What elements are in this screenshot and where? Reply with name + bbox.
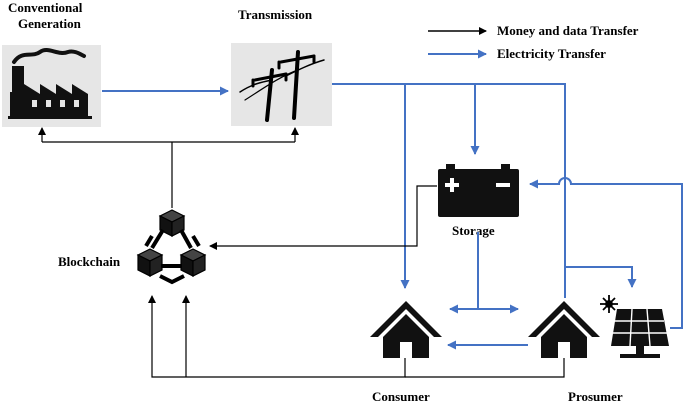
transmission-label: Transmission xyxy=(238,7,313,22)
solar-panel-icon xyxy=(611,308,669,358)
house-icon xyxy=(370,301,442,358)
legend-electricity-label: Electricity Transfer xyxy=(497,46,606,61)
house-icon xyxy=(528,301,600,358)
consumer-node xyxy=(370,301,442,358)
battery-icon xyxy=(438,164,519,217)
flow-transmission-bus xyxy=(332,83,566,298)
flow-bottom-loop xyxy=(148,295,406,378)
legend-money-label: Money and data Transfer xyxy=(497,23,639,38)
factory-icon xyxy=(8,48,92,119)
transmission-node xyxy=(231,43,332,126)
consumer-label: Consumer xyxy=(372,389,430,404)
conventional-generation-label-line2: Generation xyxy=(18,16,82,31)
storage-label: Storage xyxy=(452,223,495,238)
flow-prosumer-to-solar xyxy=(565,266,637,288)
blockchain-cubes-icon xyxy=(136,209,207,285)
electricity-flows xyxy=(102,83,683,350)
blockchain-node xyxy=(136,209,207,285)
flow-prosumer-to-loop xyxy=(405,358,565,378)
prosumer-node xyxy=(528,301,600,358)
storage-node xyxy=(438,164,519,217)
sun-icon xyxy=(600,295,618,313)
power-pole-icon xyxy=(239,50,325,122)
flow-storage-to-blockchain xyxy=(209,185,437,250)
power-pole-icon-box xyxy=(231,43,332,126)
flow-storage-to-prosumer xyxy=(477,232,519,314)
flow-solar-to-storage xyxy=(529,177,683,329)
conventional-generation-label-line1: Conventional xyxy=(8,0,83,15)
solar-node xyxy=(600,295,669,358)
blockchain-label: Blockchain xyxy=(58,254,121,269)
prosumer-label: Prosumer xyxy=(568,389,623,404)
conventional-generation-node xyxy=(2,45,101,127)
legend: Money and data Transfer Electricity Tran… xyxy=(428,23,639,61)
money-data-flows xyxy=(38,127,565,378)
